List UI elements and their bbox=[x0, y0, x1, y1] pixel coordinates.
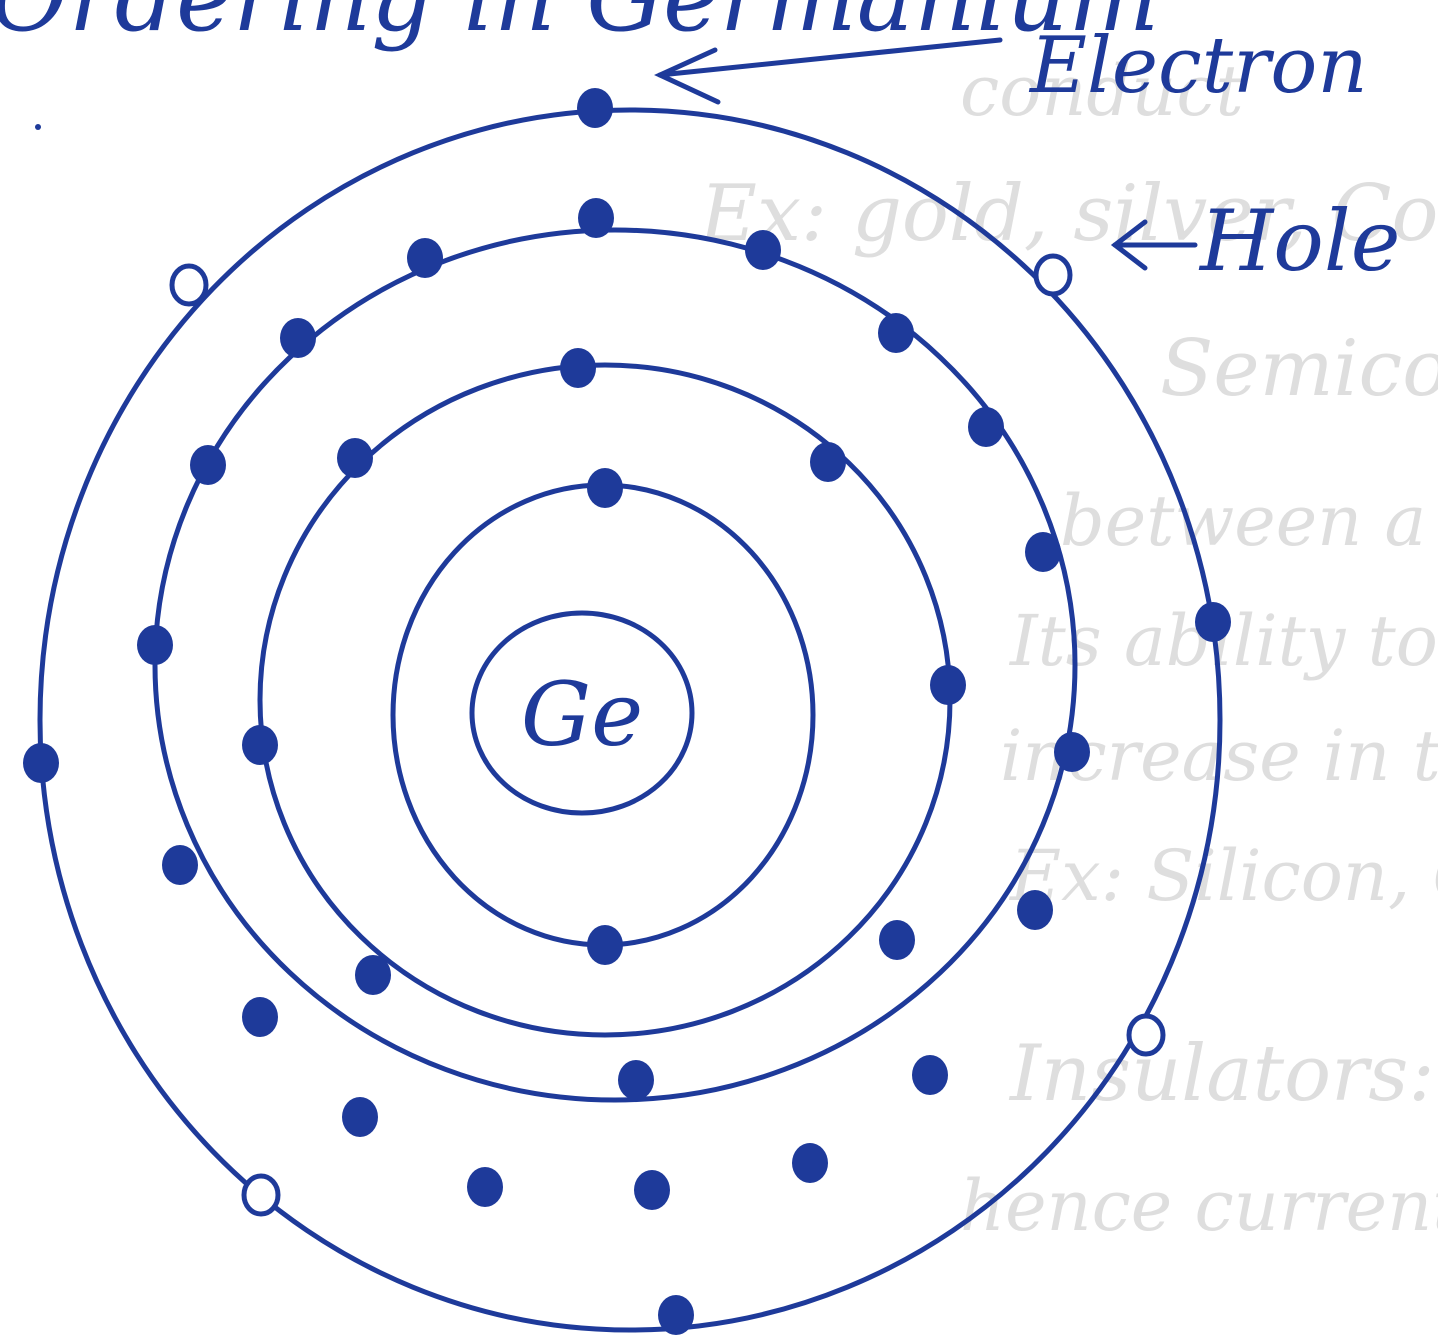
stray-ink-dot bbox=[35, 124, 41, 130]
electron-dot-shell-3-20 bbox=[467, 1167, 503, 1207]
hole-circle-1 bbox=[1129, 1016, 1163, 1054]
electron-dot-shell-3-10 bbox=[578, 198, 614, 238]
electron-dot-shell-4-29 bbox=[1195, 602, 1231, 642]
hole-circle-0 bbox=[1036, 256, 1070, 294]
electron-dot-shell-3-13 bbox=[968, 407, 1004, 447]
electron-dot-shell-3-15 bbox=[1054, 732, 1090, 772]
electron-dot-shell-3-22 bbox=[242, 997, 278, 1037]
electron-dot-shell-2-8 bbox=[242, 725, 278, 765]
hole-label: Hole bbox=[1198, 192, 1400, 290]
electron-dot-shell-2-7 bbox=[355, 955, 391, 995]
electron-dot-shell-4-30 bbox=[658, 1295, 694, 1335]
electron-dot-shell-3-25 bbox=[190, 445, 226, 485]
electron-dot-shell-3-14 bbox=[1025, 532, 1061, 572]
bleed-line-9: hence current doesnot bbox=[960, 1165, 1438, 1247]
nucleus: Ge bbox=[472, 613, 692, 813]
bleed-line-3: Semiconductors: Semicond bbox=[1160, 324, 1438, 414]
electron-dot-shell-2-4 bbox=[930, 665, 966, 705]
electron-dot-shell-2-5 bbox=[879, 920, 915, 960]
electron-dot-shell-3-11 bbox=[745, 230, 781, 270]
electron-dot-shell-3-12 bbox=[878, 313, 914, 353]
electron-dot-shell-2-3 bbox=[810, 442, 846, 482]
electron-dot-shell-3-17 bbox=[912, 1055, 948, 1095]
electron-dot-shell-3-24 bbox=[137, 625, 173, 665]
electron-dot-shell-2-9 bbox=[337, 438, 373, 478]
electron-dot-shell-4-31 bbox=[23, 743, 59, 783]
hole-circle-3 bbox=[172, 266, 206, 304]
electron-dot-shell-1-0 bbox=[587, 468, 623, 508]
electron-dot-shell-1-1 bbox=[587, 925, 623, 965]
bleed-line-4: between a conductor and bbox=[1060, 480, 1438, 562]
hole-circle-2 bbox=[244, 1176, 278, 1214]
bleed-line-8: Insulators: These materials bbox=[1008, 1029, 1438, 1119]
electron-dot-shell-2-2 bbox=[560, 348, 596, 388]
electron-dot-shell-2-6 bbox=[618, 1060, 654, 1100]
electron-dot-shell-3-21 bbox=[342, 1097, 378, 1137]
electron-dot-shell-3-19 bbox=[634, 1170, 670, 1210]
nucleus-label: Ge bbox=[521, 663, 643, 766]
electron-dot-shell-3-27 bbox=[407, 238, 443, 278]
electron-dot-shell-4-28 bbox=[577, 88, 613, 128]
electron-dot-shell-3-18 bbox=[792, 1143, 828, 1183]
electron-dot-shell-3-26 bbox=[280, 318, 316, 358]
bleed-line-7: Ex: Silicon, Germanium bbox=[1008, 835, 1438, 917]
electron-dot-shell-3-16 bbox=[1017, 890, 1053, 930]
electron-label: Electron bbox=[1028, 21, 1368, 111]
heading-fragment: Ordering in Germanium bbox=[0, 0, 1159, 53]
electron-dot-shell-3-23 bbox=[162, 845, 198, 885]
